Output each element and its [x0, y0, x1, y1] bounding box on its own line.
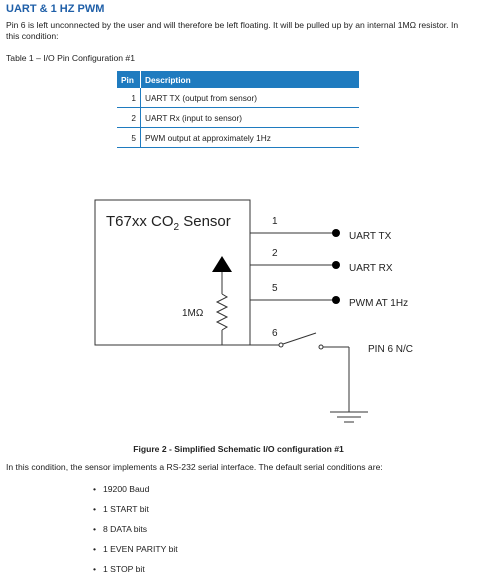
pin-cell: 2	[117, 107, 141, 128]
pin-1-number: 1	[272, 216, 278, 227]
table-caption: Table 1 – I/O Pin Configuration #1	[6, 53, 135, 63]
list-item: • 1 STOP bit	[93, 564, 178, 584]
bullet-icon: •	[93, 564, 97, 574]
pin-5-label: PWM AT 1Hz	[349, 298, 408, 309]
pin-1-label: UART TX	[349, 231, 392, 242]
sensor-box	[94, 199, 251, 346]
pin-2-label: UART RX	[349, 263, 393, 274]
intro-paragraph: Pin 6 is left unconnected by the user an…	[6, 20, 459, 41]
description-cell: UART TX (output from sensor)	[140, 88, 359, 108]
pin-5-terminal	[332, 296, 340, 304]
list-item-text: 8 DATA bits	[103, 524, 148, 534]
list-item-text: 1 START bit	[103, 504, 149, 514]
figure-caption: Figure 2 - Simplified Schematic I/O conf…	[133, 444, 344, 454]
switch-contact-right	[318, 344, 324, 350]
pin-2-terminal	[332, 261, 340, 269]
serial-conditions-list: • 19200 Baud • 1 START bit • 8 DATA bits • 1…	[93, 484, 178, 584]
sensor-title: T67xx CO2 Sensor	[106, 213, 231, 233]
pin-1-terminal	[332, 229, 340, 237]
pin-5-number: 5	[272, 283, 278, 294]
table-row: 1 UART TX (output from sensor)	[117, 88, 359, 108]
table-row: 5 PWM output at approximately 1Hz	[117, 127, 359, 148]
switch-contact-left	[278, 342, 284, 348]
pin-cell: 1	[117, 88, 141, 108]
resistor-icon	[215, 293, 229, 331]
pin-6-label: PIN 6 N/C	[368, 344, 413, 355]
pin-6-number: 6	[272, 328, 278, 339]
table-row: 2 UART Rx (input to sensor)	[117, 107, 359, 128]
pin-cell: 5	[117, 127, 141, 148]
schematic-diagram: T67xx CO2 Sensor 1 UART TX 2 UART RX 5 P…	[94, 199, 413, 423]
description-cell: UART Rx (input to sensor)	[140, 107, 359, 128]
table-header-row: Pin Description	[117, 71, 359, 88]
description-cell: PWM output at approximately 1Hz	[140, 127, 359, 148]
description-column-header: Description	[140, 71, 359, 88]
pin-column-header: Pin	[117, 71, 141, 88]
pin-config-table: Pin Description 1 UART TX (output from s…	[117, 71, 359, 148]
list-item-text: 1 EVEN PARITY bit	[103, 544, 178, 554]
condition-paragraph: In this condition, the sensor implements…	[6, 462, 383, 472]
bullet-icon: •	[93, 544, 97, 554]
bullet-icon: •	[93, 524, 97, 534]
section-heading: UART & 1 HZ PWM	[6, 3, 105, 15]
list-item: • 1 EVEN PARITY bit	[93, 544, 178, 564]
switch-blade-icon	[282, 332, 317, 345]
list-item-text: 19200 Baud	[103, 484, 150, 494]
list-item: • 1 START bit	[93, 504, 178, 524]
supply-arrow-icon	[212, 256, 232, 272]
list-item: • 8 DATA bits	[93, 524, 178, 544]
list-item-text: 1 STOP bit	[103, 564, 145, 574]
resistor-label: 1MΩ	[182, 308, 204, 319]
bullet-icon: •	[93, 504, 97, 514]
bullet-icon: •	[93, 484, 97, 494]
list-item: • 19200 Baud	[93, 484, 178, 504]
pin-2-number: 2	[272, 248, 278, 259]
